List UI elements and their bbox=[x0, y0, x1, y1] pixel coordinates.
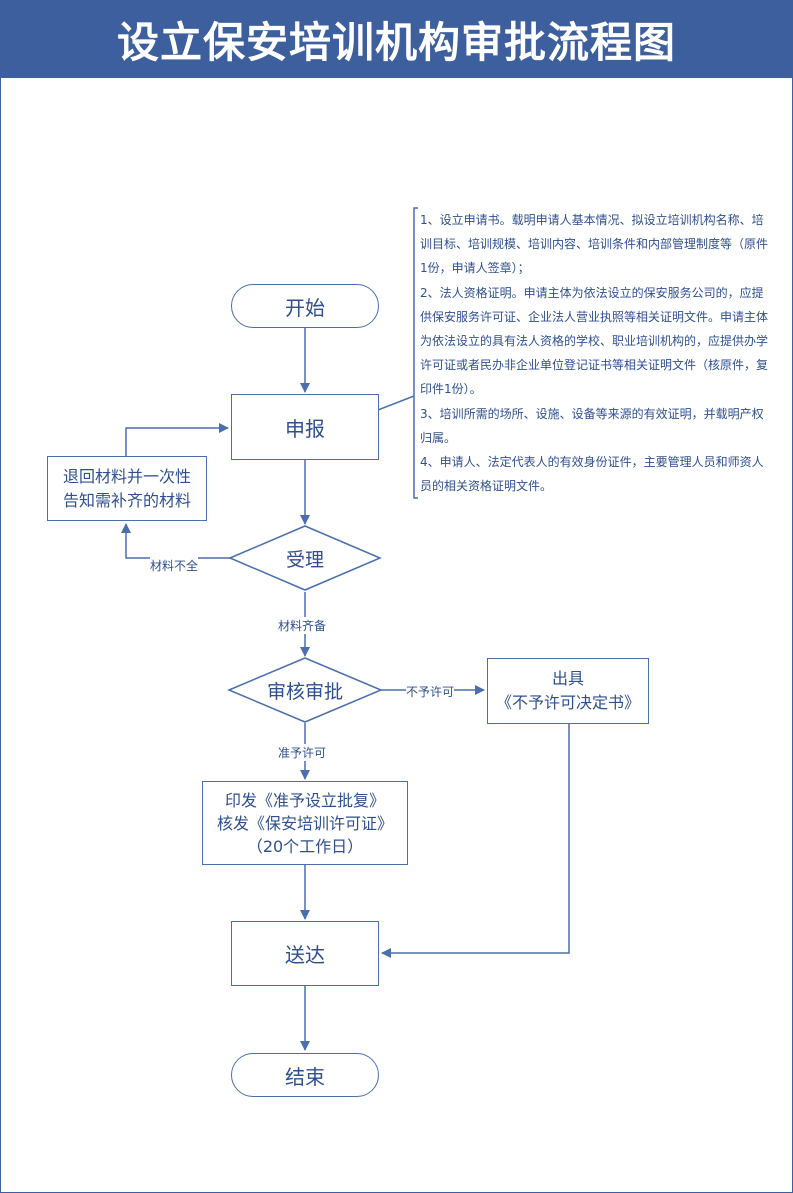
issue-approval-line-1: 印发《准予设立批复》 bbox=[224, 790, 385, 810]
issue-refusal-line-1: 出具 bbox=[551, 669, 584, 688]
start-node: 开始 bbox=[231, 284, 379, 328]
edge-label-not-permitted: 不予许可 bbox=[406, 683, 455, 700]
accept-label: 受理 bbox=[285, 548, 324, 571]
end-node: 结束 bbox=[231, 1053, 379, 1097]
edge-refusal-deliver bbox=[381, 724, 570, 958]
requirement-item: 3、培训所需的场所、设施、设备等来源的有效证明，并载明产权归属。 bbox=[420, 406, 764, 445]
requirement-item: 2、法人资格证明。申请主体为依法设立的保安服务公司的，应提供保安服务许可证、企业… bbox=[420, 285, 769, 397]
deliver-node: 送达 bbox=[231, 921, 379, 986]
edge-label-incomplete: 材料不全 bbox=[150, 557, 199, 574]
review-label: 审核审批 bbox=[266, 680, 343, 703]
accept-diamond bbox=[228, 525, 382, 591]
declare-node: 申报 bbox=[231, 394, 379, 460]
edge-label-permitted: 准予许可 bbox=[278, 744, 327, 761]
issue-approval-line-2: 核发《保安培训许可证》 bbox=[216, 813, 393, 833]
issue-refusal-line-2: 《不予许可决定书》 bbox=[495, 693, 640, 712]
edge-label-complete: 材料齐备 bbox=[278, 617, 327, 634]
page-title: 设立保安培训机构审批流程图 bbox=[0, 0, 793, 78]
edge-return-declare bbox=[125, 423, 229, 456]
note-connector bbox=[377, 395, 415, 411]
requirement-item: 1、设立申请书。载明申请人基本情况、拟设立培训机构名称、培训目标、培训规模、培训… bbox=[420, 213, 769, 276]
return-materials-line-1: 退回材料并一次性 bbox=[62, 466, 191, 486]
issue-refusal-node: 出具 《不予许可决定书》 bbox=[487, 658, 649, 724]
issue-approval-node: 印发《准予设立批复》 核发《保安培训许可证》 （20个工作日） bbox=[202, 781, 408, 865]
requirements-note: 1、设立申请书。载明申请人基本情况、拟设立培训机构名称、培训目标、培训规模、培训… bbox=[420, 208, 772, 498]
edge-accept-return bbox=[121, 523, 230, 559]
issue-approval-line-3: （20个工作日） bbox=[246, 836, 364, 856]
return-materials-line-2: 告知需补齐的材料 bbox=[62, 490, 191, 510]
requirement-item: 4、申请人、法定代表人的有效身份证件，主要管理人员和师资人员的相关资格证明文件。 bbox=[420, 455, 764, 494]
note-bracket bbox=[413, 207, 418, 499]
return-materials-node: 退回材料并一次性 告知需补齐的材料 bbox=[47, 456, 207, 521]
review-diamond bbox=[227, 657, 383, 723]
